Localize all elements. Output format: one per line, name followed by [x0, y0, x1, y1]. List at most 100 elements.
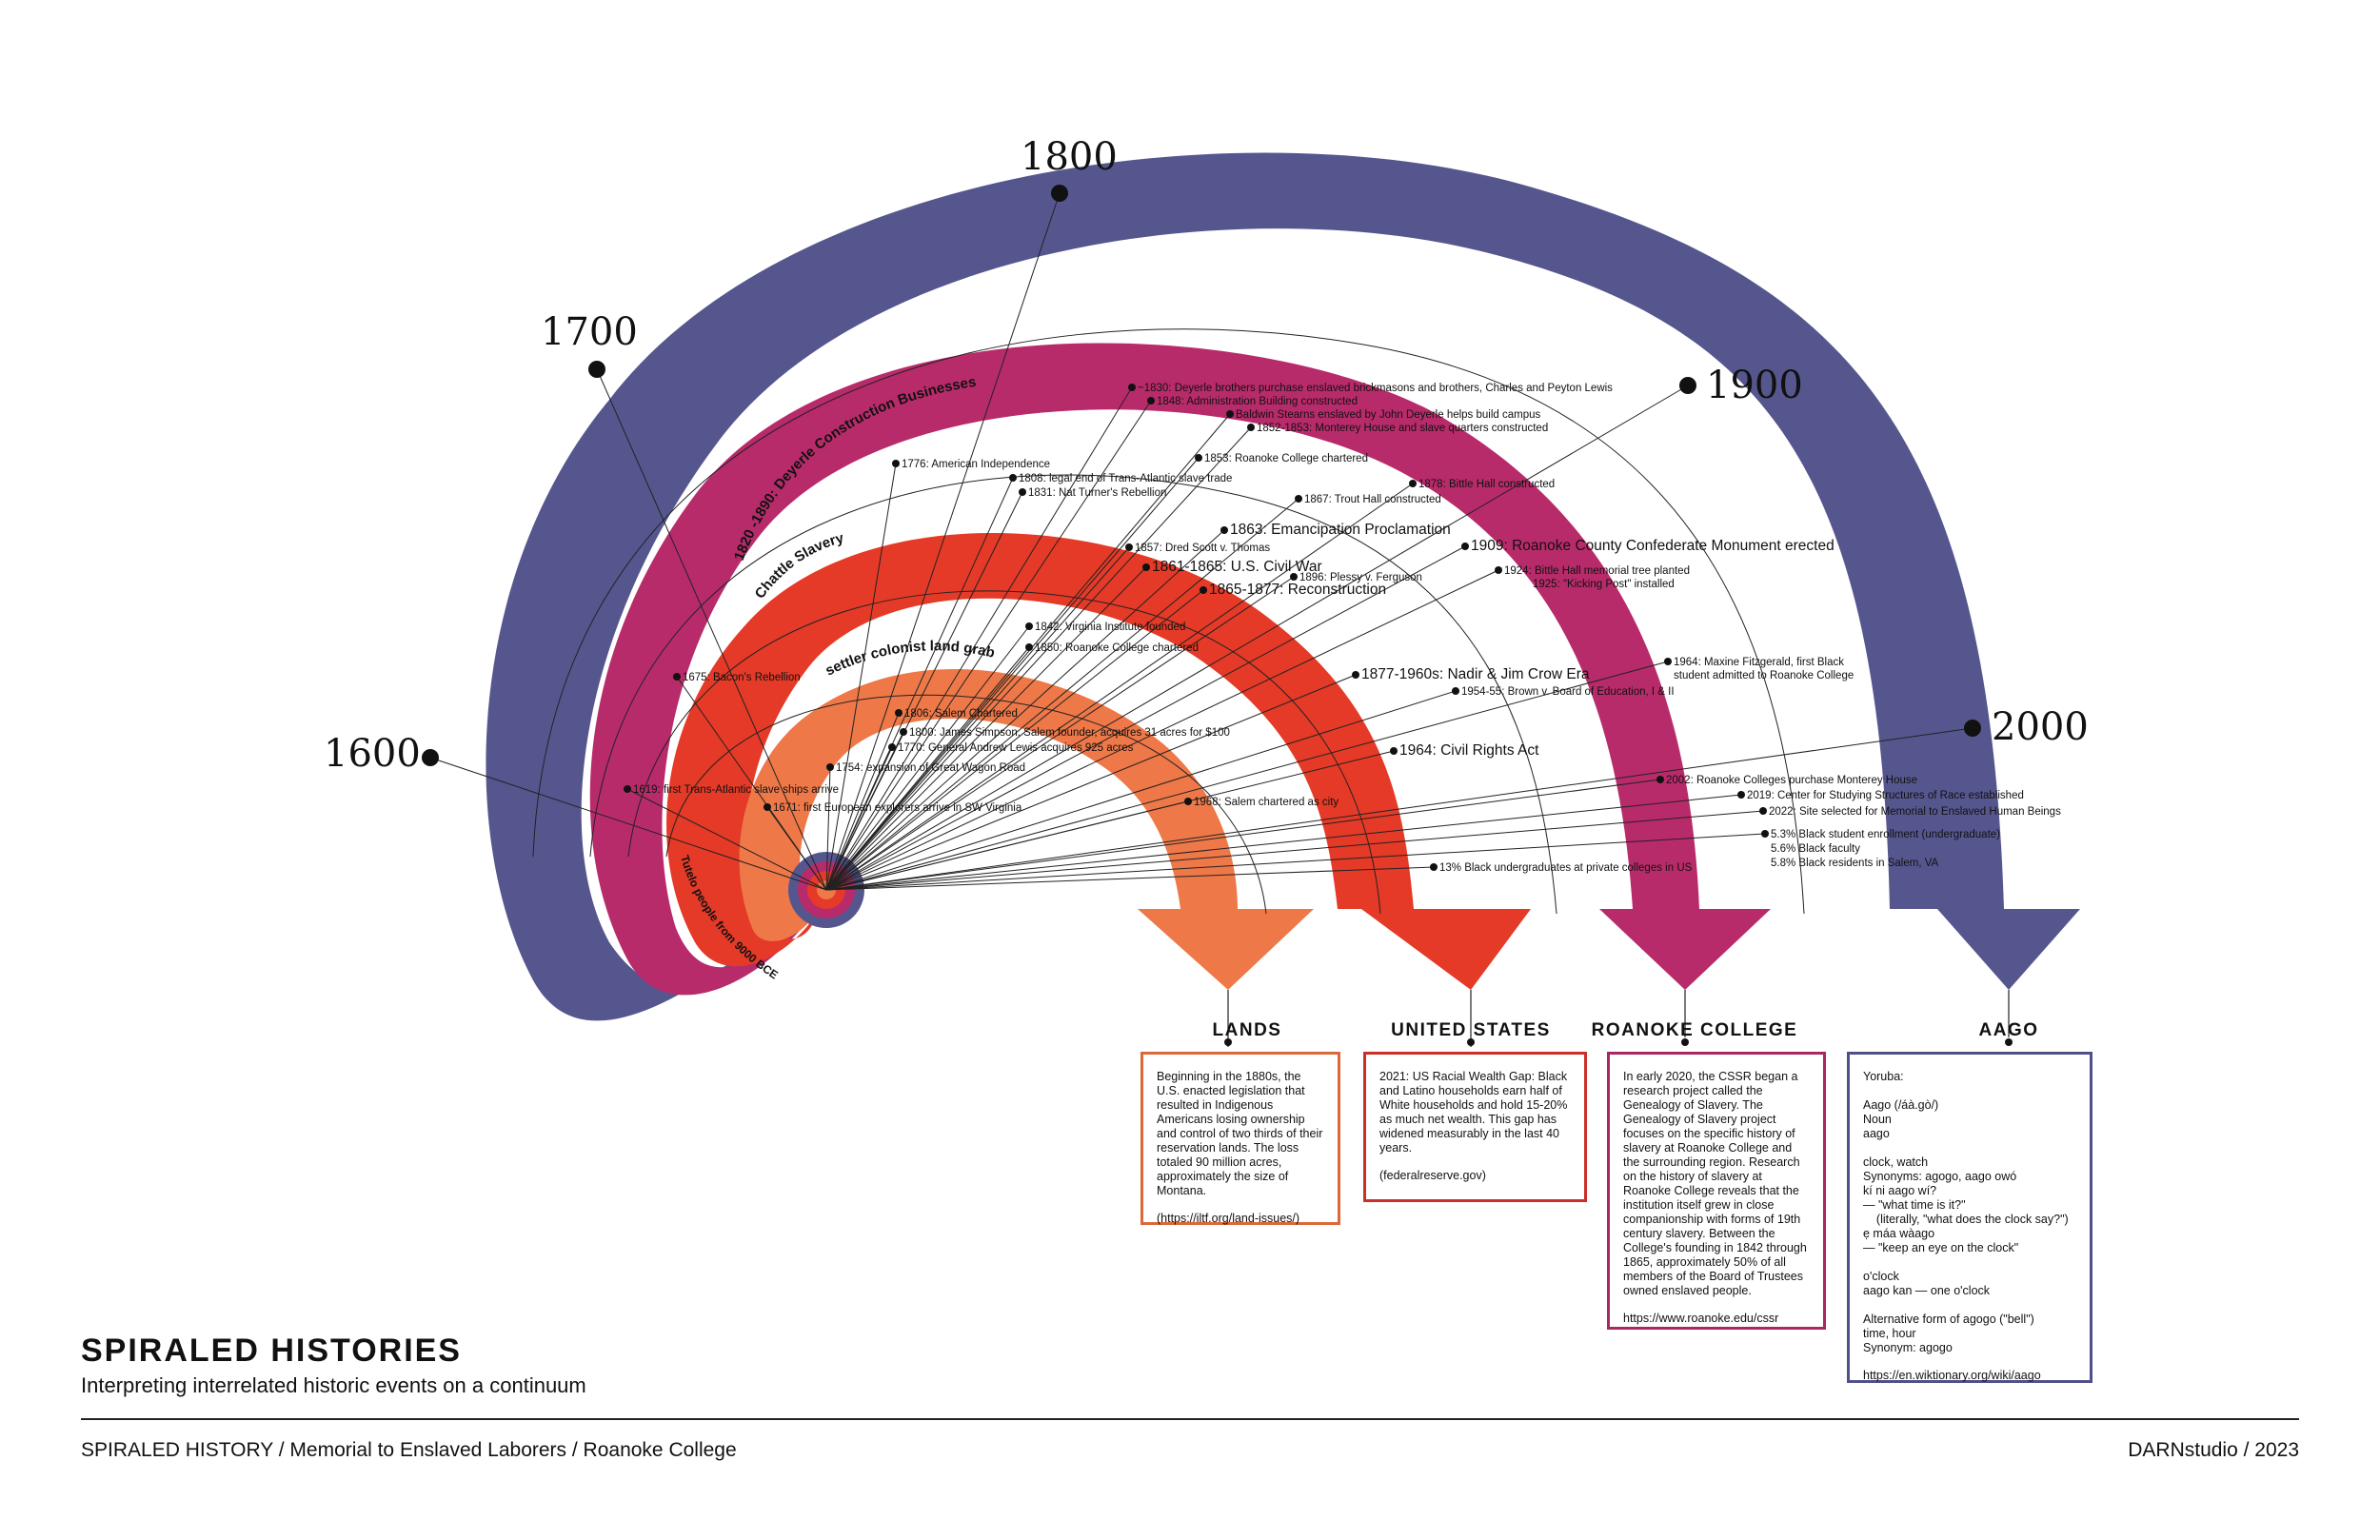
event-baldwin: Baldwin Stearns enslaved by John Deyerle… [1236, 409, 1541, 421]
stat-private-colleges: 13% Black undergraduates at private coll… [1439, 862, 1693, 874]
event-1878: 1878: Bittle Hall constructed [1418, 479, 1555, 490]
event-dot [673, 673, 681, 681]
event-leader-line [825, 413, 1231, 891]
event-leader-line [825, 661, 1669, 891]
footer-project: SPIRALED HISTORY / Memorial to Enslaved … [81, 1439, 737, 1461]
event-dot [764, 803, 771, 811]
event-1853: 1853: Roanoke College chartered [1204, 453, 1368, 464]
century-dot-1600 [422, 749, 439, 766]
roanoke-college-info-box: In early 2020, the CSSR began a research… [1607, 1052, 1826, 1330]
event-dot [1128, 384, 1136, 391]
century-label-1800: 1800 [1021, 135, 1118, 179]
event-leader-line [825, 731, 904, 891]
event-1671: 1671: first European explorers arrive in… [773, 802, 1022, 814]
event-1848: 1848: Administration Building constructe… [1157, 396, 1358, 407]
event-leader-line [825, 546, 1130, 891]
century-dot-2000 [1964, 720, 1981, 737]
event-2019: 2019: Center for Studying Structures of … [1747, 790, 2024, 801]
event-leader-line [825, 794, 1742, 891]
event-leader-line [825, 746, 893, 891]
event-dots [624, 384, 2013, 1046]
century-leader-line [825, 385, 1689, 891]
event-dot [624, 785, 631, 793]
event-leader-line [825, 766, 831, 891]
event-1831: 1831: Nat Turner's Rebellion [1028, 487, 1166, 499]
century-label-1900: 1900 [1706, 364, 1803, 407]
event-leader-line [825, 426, 1252, 891]
college-band [589, 343, 1771, 996]
event-leader-line [825, 833, 1766, 891]
century-label-2000: 2000 [1992, 705, 2089, 749]
event-leader-line [825, 712, 900, 891]
column-connector-dot [2005, 1038, 2013, 1046]
event-dot [1409, 480, 1417, 487]
lands-info-box: Beginning in the 1880s, the U.S. enacted… [1140, 1052, 1340, 1225]
united-states-info-text: 2021: US Racial Wealth Gap: Black and La… [1379, 1070, 1571, 1155]
event-1909: 1909: Roanoke County Confederate Monumen… [1471, 538, 1835, 554]
event-dot [1759, 807, 1767, 815]
us-band [666, 533, 1531, 990]
event-dot [1430, 863, 1438, 871]
event-1865: 1865-1877: Reconstruction [1209, 582, 1386, 598]
event-leader-line [825, 457, 1200, 891]
event-dot [1009, 474, 1017, 482]
footer-divider [81, 1418, 2299, 1420]
event-1861: 1861-1865: U.S. Civil War [1152, 559, 1322, 575]
event-dot [895, 709, 902, 717]
stat-residents: 5.8% Black residents in Salem, VA [1771, 858, 1939, 869]
event-dot [1025, 643, 1033, 651]
event-leader-line [825, 866, 1435, 891]
lands-band [739, 668, 1314, 990]
column-connector-dot [1681, 1038, 1689, 1046]
event-1964c: 1964: Civil Rights Act [1399, 742, 1539, 759]
aago-info-text: Yoruba: Aago (/áà.gò/) Noun aago clock, … [1863, 1070, 2069, 1354]
century-leader-line [825, 192, 1061, 891]
event-leader-line [766, 806, 827, 891]
event-dot [1226, 410, 1234, 418]
united-states-info-box: 2021: US Racial Wealth Gap: Black and La… [1363, 1052, 1587, 1202]
event-1806: 1806: Salem Chartered [904, 708, 1018, 720]
leader-lines [429, 192, 1973, 891]
event-dot [1195, 454, 1202, 462]
event-dot [1142, 563, 1150, 571]
event-dot [1247, 424, 1255, 431]
event-leader-line [825, 569, 1499, 891]
event-dot [1656, 776, 1664, 783]
aago-info-box: Yoruba: Aago (/áà.gò/) Noun aago clock, … [1847, 1052, 2092, 1383]
column-connector-dot [1467, 1038, 1475, 1046]
event-dot [1220, 526, 1228, 534]
stat-faculty: 5.6% Black faculty [1771, 843, 1860, 855]
page-subtitle: Interpreting interrelated historic event… [81, 1373, 586, 1397]
event-leader-line [825, 750, 1395, 891]
century-dot-1700 [588, 361, 605, 378]
event-dot [1019, 488, 1026, 496]
event-1619: 1619: first Trans-Atlantic slave ships a… [633, 784, 839, 796]
event-leader-line [825, 646, 1030, 891]
event-1808: 1808: legal end of Trans-Atlantic slave … [1019, 473, 1232, 484]
event-1776: 1776: American Independence [902, 459, 1050, 470]
stat-enrollment: 5.3% Black student enrollment (undergrad… [1771, 829, 2000, 840]
century-label-1600: 1600 [324, 732, 421, 776]
century-markers: 1600 1700 1800 1900 2000 [324, 135, 2089, 776]
event-1850: 1850: Roanoke College chartered [1035, 642, 1199, 654]
event-1867: 1867: Trout Hall constructed [1304, 494, 1441, 505]
lands-info-text: Beginning in the 1880s, the U.S. enacted… [1157, 1070, 1326, 1197]
event-dot [1352, 671, 1359, 679]
event-1877: 1877-1960s: Nadir & Jim Crow Era [1361, 666, 1590, 682]
event-1896: 1896: Plessy v. Ferguson [1299, 572, 1422, 583]
event-dot [1200, 586, 1207, 594]
event-leader-line [825, 674, 1357, 891]
event-1964m: 1964: Maxine Fitzgerald, first Black [1674, 657, 1844, 668]
event-dot [1452, 687, 1459, 695]
event-dot [1184, 798, 1192, 805]
roanoke-college-info-source: https://www.roanoke.edu/cssr [1623, 1312, 1779, 1325]
event-dot [892, 460, 900, 467]
event-1800: 1800: James Simpson, Salem founder, acqu… [909, 727, 1230, 739]
column-connector-dot [1224, 1038, 1232, 1046]
event-leader-line [825, 400, 1152, 891]
event-leader-line [825, 690, 1457, 891]
event-dot [1461, 543, 1469, 550]
column-title-aago: AAGO [1978, 1020, 2039, 1040]
century-dot-1800 [1051, 185, 1068, 202]
